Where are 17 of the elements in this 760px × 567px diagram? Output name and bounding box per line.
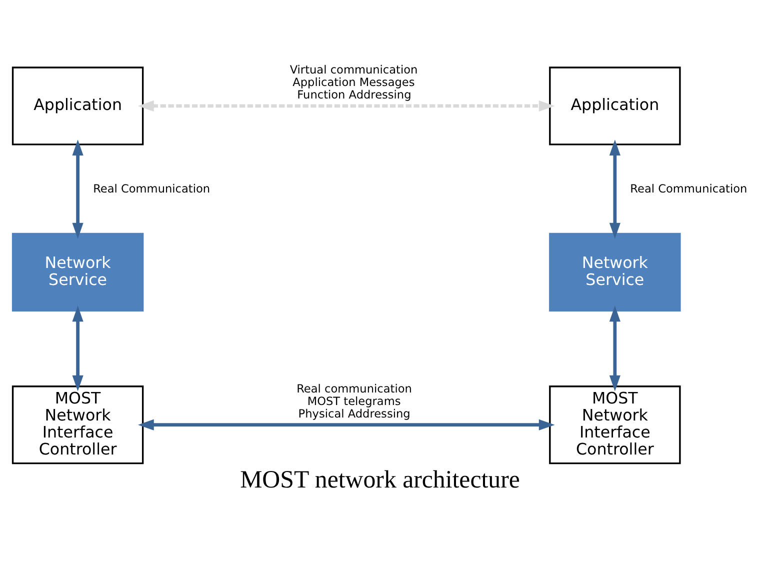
node-box: Application — [12, 66, 144, 146]
edge-label: Real Communication — [630, 182, 748, 196]
edge-label: Real communication MOST telegrams Physical Addressing — [296, 382, 412, 420]
arrow — [138, 100, 555, 112]
node-box: MOST Network Interface Controller — [549, 386, 681, 464]
arrow — [138, 419, 555, 430]
node-box: Application — [549, 66, 681, 146]
edge-label: Virtual communication Application Messages Function Addressing — [290, 64, 418, 102]
node-box: Network Service — [549, 232, 681, 312]
edge-label: Real Communication — [93, 182, 210, 196]
arrow — [609, 306, 620, 392]
node-box: Network Service — [12, 232, 144, 312]
arrow — [72, 140, 84, 239]
arrow — [609, 140, 620, 239]
caption: MOST network architecture — [240, 466, 520, 494]
node-box: MOST Network Interface Controller — [12, 386, 144, 464]
arrow — [72, 306, 84, 392]
